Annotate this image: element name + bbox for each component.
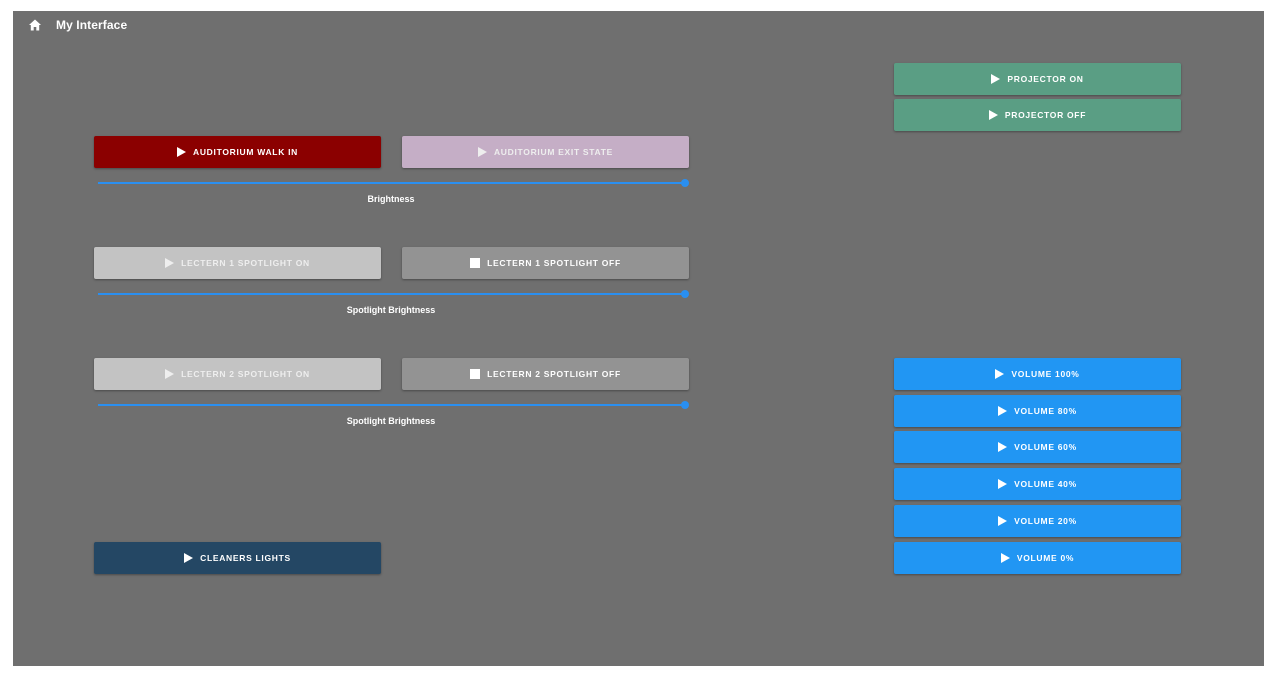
button-label: VOLUME 20%	[1014, 516, 1077, 526]
header-bar: My Interface	[13, 11, 1264, 39]
lectern-1-spotlight-on-button[interactable]: LECTERN 1 SPOTLIGHT ON	[94, 247, 381, 279]
lectern-2-spotlight-brightness-slider[interactable]	[98, 400, 689, 410]
volume-40-button[interactable]: VOLUME 40%	[894, 468, 1181, 500]
lectern-2-spotlight-off-button[interactable]: LECTERN 2 SPOTLIGHT OFF	[402, 358, 689, 390]
auditorium-exit-state-button[interactable]: AUDITORIUM EXIT STATE	[402, 136, 689, 168]
lectern-1-spotlight-brightness-slider[interactable]	[98, 289, 689, 299]
button-label: LECTERN 1 SPOTLIGHT OFF	[487, 258, 621, 268]
volume-0-button[interactable]: VOLUME 0%	[894, 542, 1181, 574]
play-icon	[998, 406, 1008, 416]
volume-100-button[interactable]: VOLUME 100%	[894, 358, 1181, 390]
lectern-1-spotlight-off-button[interactable]: LECTERN 1 SPOTLIGHT OFF	[402, 247, 689, 279]
play-icon	[477, 147, 487, 157]
stop-icon	[470, 369, 481, 379]
play-icon	[1000, 553, 1010, 563]
button-label: PROJECTOR ON	[1007, 74, 1084, 84]
button-label: LECTERN 2 SPOTLIGHT OFF	[487, 369, 621, 379]
play-icon	[991, 74, 1001, 84]
slider-thumb[interactable]	[681, 290, 689, 298]
button-label: CLEANERS LIGHTS	[200, 553, 291, 563]
play-icon	[165, 258, 175, 268]
play-icon	[998, 442, 1008, 452]
home-icon[interactable]	[29, 19, 41, 31]
projector-on-button[interactable]: PROJECTOR ON	[894, 63, 1181, 95]
stop-icon	[470, 258, 481, 268]
play-icon	[998, 479, 1008, 489]
slider-thumb[interactable]	[681, 401, 689, 409]
button-label: VOLUME 100%	[1011, 369, 1080, 379]
slider-track	[98, 182, 683, 184]
play-icon	[165, 369, 175, 379]
slider-thumb[interactable]	[681, 179, 689, 187]
play-icon	[177, 147, 186, 157]
brightness-label: Brightness	[367, 194, 415, 204]
button-label: AUDITORIUM WALK IN	[193, 147, 298, 157]
volume-80-button[interactable]: VOLUME 80%	[894, 395, 1181, 427]
button-label: AUDITORIUM EXIT STATE	[493, 147, 614, 157]
button-label: VOLUME 80%	[1014, 406, 1077, 416]
lectern-2-spotlight-on-button[interactable]: LECTERN 2 SPOTLIGHT ON	[94, 358, 381, 390]
volume-60-button[interactable]: VOLUME 60%	[894, 431, 1181, 463]
lectern-1-slider-label: Spotlight Brightness	[346, 305, 436, 315]
play-icon	[995, 369, 1005, 379]
play-icon	[998, 516, 1008, 526]
play-icon	[184, 553, 194, 563]
control-panel: My Interface AUDITORIUM WALK IN AUDITORI…	[13, 11, 1264, 666]
slider-track	[98, 293, 683, 295]
volume-20-button[interactable]: VOLUME 20%	[894, 505, 1181, 537]
slider-track	[98, 404, 683, 406]
button-label: VOLUME 40%	[1014, 479, 1077, 489]
page-title: My Interface	[56, 18, 128, 32]
brightness-slider[interactable]	[98, 178, 689, 188]
auditorium-walk-in-button[interactable]: AUDITORIUM WALK IN	[94, 136, 381, 168]
button-label: VOLUME 60%	[1014, 442, 1077, 452]
lectern-2-slider-label: Spotlight Brightness	[346, 416, 436, 426]
play-icon	[988, 110, 998, 120]
cleaners-lights-button[interactable]: CLEANERS LIGHTS	[94, 542, 381, 574]
button-label: LECTERN 1 SPOTLIGHT ON	[181, 258, 310, 268]
button-label: VOLUME 0%	[1016, 553, 1075, 563]
button-label: LECTERN 2 SPOTLIGHT ON	[181, 369, 310, 379]
button-label: PROJECTOR OFF	[1004, 110, 1087, 120]
projector-off-button[interactable]: PROJECTOR OFF	[894, 99, 1181, 131]
